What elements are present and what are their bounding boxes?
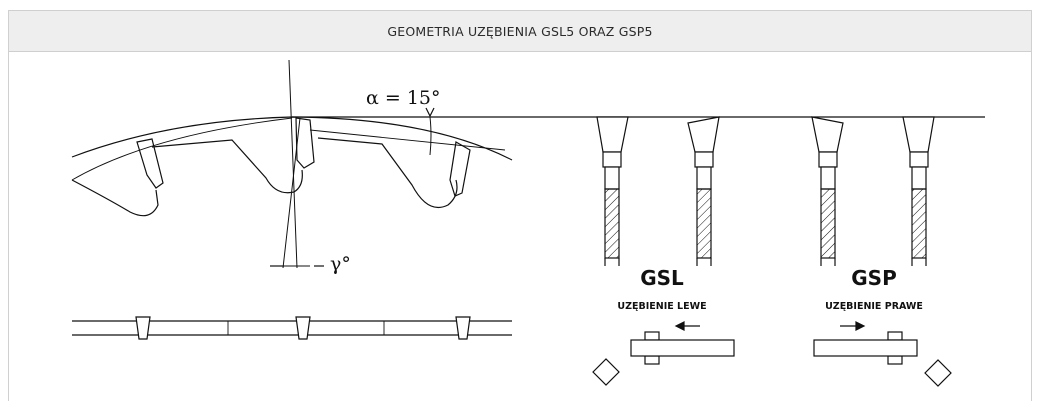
carbide-tip-middle (295, 117, 315, 169)
right-arrow-icon (855, 321, 866, 331)
tooth-front-3 (811, 116, 844, 266)
alpha-dimension-arc (429, 116, 432, 156)
carbide-tip-right (449, 141, 471, 197)
gullet-left (71, 179, 159, 217)
saw-blade-side-view: α = 15° γ° (71, 59, 985, 275)
blade-top-view (72, 316, 512, 340)
blade-outer-arc (71, 116, 513, 161)
carbide-tip-left (136, 138, 164, 189)
gsl-caption: UZĘBIENIE LEWE (617, 301, 706, 312)
alpha-arrow (425, 107, 435, 118)
blade-back-edge (309, 129, 506, 151)
gsp-tip-diamond (924, 359, 952, 387)
tooth-front-views (596, 116, 935, 266)
tooth-top-3 (455, 316, 471, 340)
gsl-label: GSL (640, 266, 684, 290)
tooth-front-1 (596, 116, 629, 266)
tooth-top-2 (295, 316, 311, 340)
rake-face-line (282, 117, 301, 269)
gsl-schematic (592, 321, 735, 386)
blade-inner-arc (71, 117, 293, 181)
gullet-right (317, 137, 458, 209)
tooth-top-1 (135, 316, 151, 340)
alpha-angle-label: α = 15° (366, 87, 441, 109)
gsp-caption: UZĘBIENIE PRAWE (825, 301, 923, 312)
gsp-schematic (813, 321, 952, 387)
gullet-middle (151, 139, 303, 194)
tooth-front-4 (902, 116, 935, 266)
radial-line (288, 59, 298, 269)
gsp-label: GSP (851, 266, 896, 290)
tooth-front-2 (687, 116, 720, 266)
panel-header: GEOMETRIA UZĘBIENIA GSL5 ORAZ GSP5 (9, 10, 1031, 52)
gamma-angle-label: γ° (330, 253, 351, 275)
diagram-panel: GEOMETRIA UZĘBIENIA GSL5 ORAZ GSP5 (8, 10, 1032, 401)
left-arrow-icon (674, 321, 685, 331)
gsl-tip-diamond (592, 358, 620, 386)
panel-title: GEOMETRIA UZĘBIENIA GSL5 ORAZ GSP5 (387, 23, 653, 39)
